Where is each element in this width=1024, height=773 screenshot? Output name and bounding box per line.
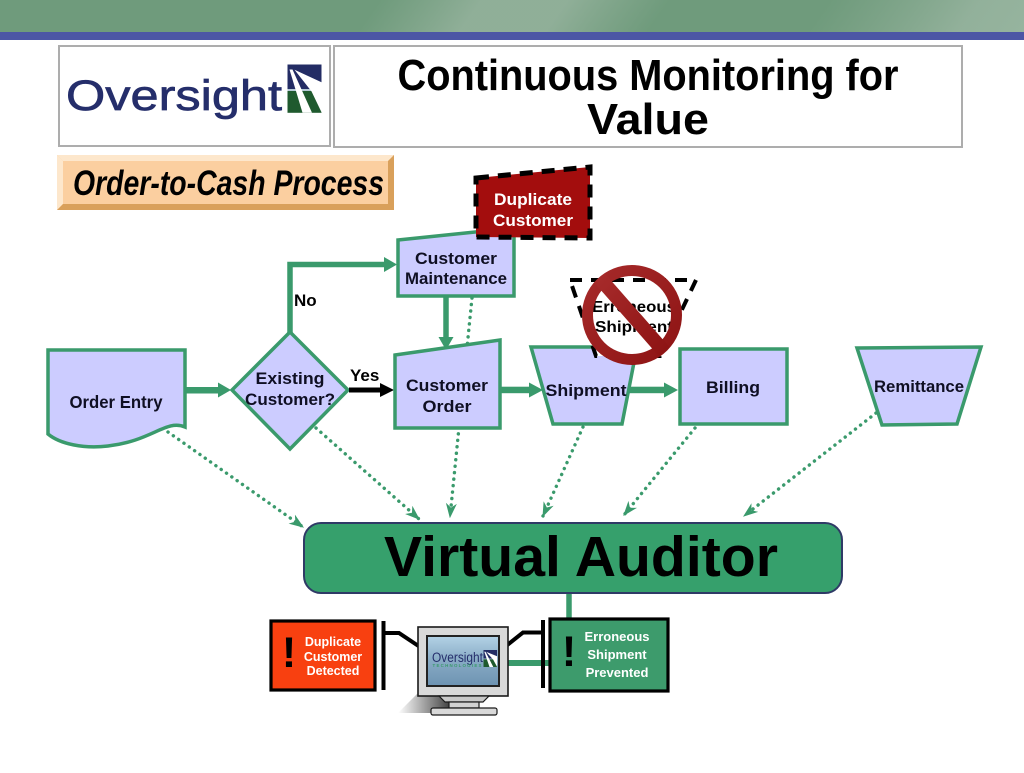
svg-text:Customer: Customer — [304, 650, 362, 664]
svg-text:Duplicate: Duplicate — [494, 191, 572, 209]
svg-text:Existing: Existing — [256, 369, 325, 388]
svg-text:Order-to-Cash Process: Order-to-Cash Process — [73, 164, 384, 203]
svg-text:Duplicate: Duplicate — [305, 635, 361, 649]
svg-text:!: ! — [282, 629, 296, 677]
svg-text:Prevented: Prevented — [586, 665, 649, 680]
svg-text:Oversight: Oversight — [432, 650, 483, 665]
svg-text:Customer?: Customer? — [245, 390, 335, 409]
svg-text:Maintenance: Maintenance — [405, 269, 507, 288]
svg-text:Virtual Auditor: Virtual Auditor — [384, 525, 778, 589]
svg-text:Customer: Customer — [406, 376, 488, 395]
svg-text:!: ! — [562, 628, 576, 676]
svg-text:Customer: Customer — [493, 212, 574, 230]
svg-text:Remittance: Remittance — [874, 377, 964, 396]
svg-text:Order Entry: Order Entry — [70, 392, 163, 412]
svg-text:Oversight: Oversight — [66, 72, 282, 120]
svg-text:Value: Value — [587, 95, 709, 144]
svg-text:Erroneous: Erroneous — [584, 629, 649, 644]
svg-text:T E C H N O L O G I E S: T E C H N O L O G I E S — [433, 663, 482, 668]
svg-text:Billing: Billing — [706, 378, 760, 397]
svg-text:No: No — [294, 291, 317, 310]
svg-text:Continuous Monitoring for: Continuous Monitoring for — [398, 51, 899, 100]
svg-text:Shipment: Shipment — [587, 647, 647, 662]
svg-text:Detected: Detected — [307, 664, 360, 678]
svg-text:Shipment: Shipment — [546, 381, 627, 400]
svg-text:Yes: Yes — [350, 366, 379, 385]
svg-text:Customer: Customer — [415, 249, 497, 268]
svg-text:Order: Order — [423, 397, 472, 416]
